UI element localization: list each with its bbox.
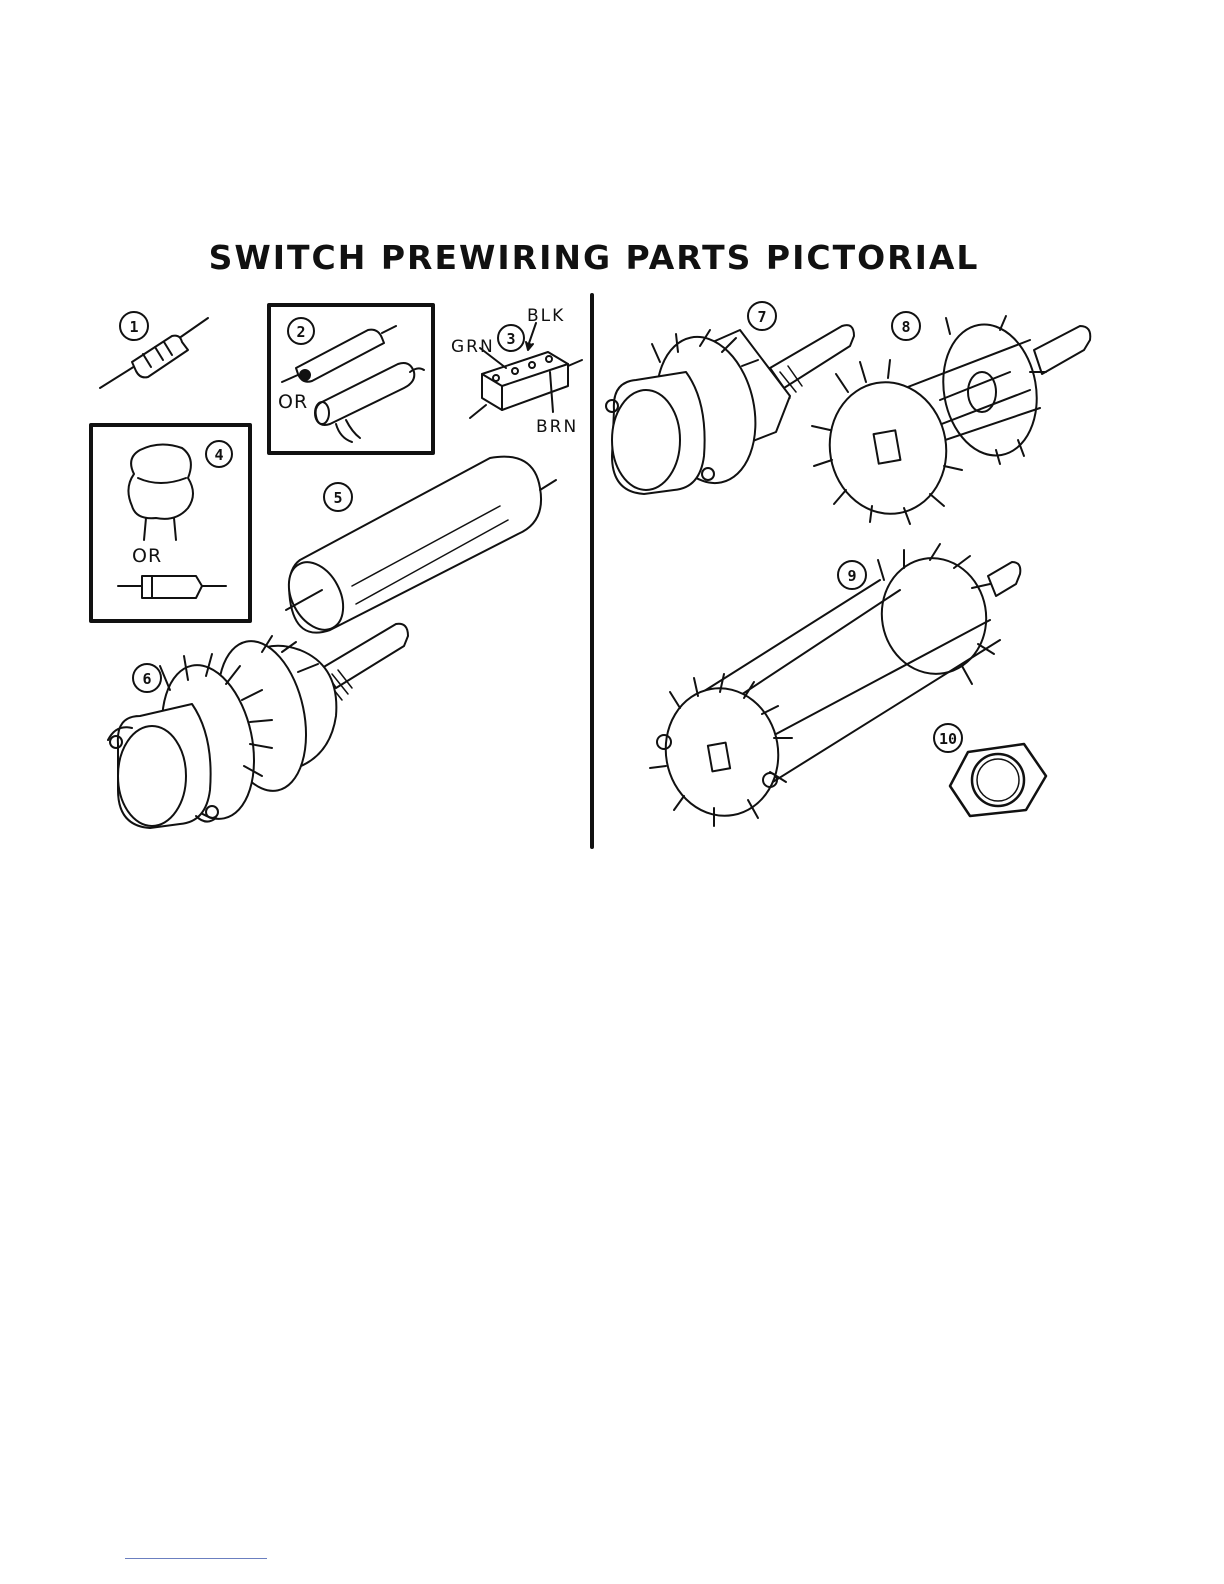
callout-5: 5 bbox=[333, 489, 342, 507]
callout-8: 8 bbox=[901, 318, 910, 336]
callout-1: 1 bbox=[129, 318, 138, 336]
part-6-rotary-switch: 6 bbox=[108, 624, 408, 828]
callout-2: 2 bbox=[296, 323, 305, 341]
label-brn: BRN bbox=[536, 417, 578, 437]
part-5-tubular-capacitor: 5 bbox=[278, 457, 556, 639]
part-3-terminal-strip: 3 BLK GRN BRN bbox=[451, 306, 582, 437]
callout-6: 6 bbox=[142, 670, 151, 688]
callout-9: 9 bbox=[847, 567, 856, 585]
part-4-capacitors: 4 OR bbox=[91, 425, 250, 621]
part-1-resistor: 1 bbox=[100, 312, 208, 388]
callout-10: 10 bbox=[939, 730, 957, 748]
part-10-hex-nut: 10 bbox=[934, 724, 1046, 816]
callout-3: 3 bbox=[506, 330, 515, 348]
or-label-4: OR bbox=[132, 545, 162, 567]
callout-7: 7 bbox=[757, 308, 766, 326]
part-8-open-frame-switch: 8 bbox=[812, 312, 1090, 524]
label-blk: BLK bbox=[527, 306, 565, 326]
or-label-2: OR bbox=[278, 391, 308, 413]
footer-rule bbox=[125, 1558, 267, 1559]
part-2-power-resistors: 2 OR bbox=[269, 305, 433, 453]
callout-4: 4 bbox=[214, 446, 223, 464]
